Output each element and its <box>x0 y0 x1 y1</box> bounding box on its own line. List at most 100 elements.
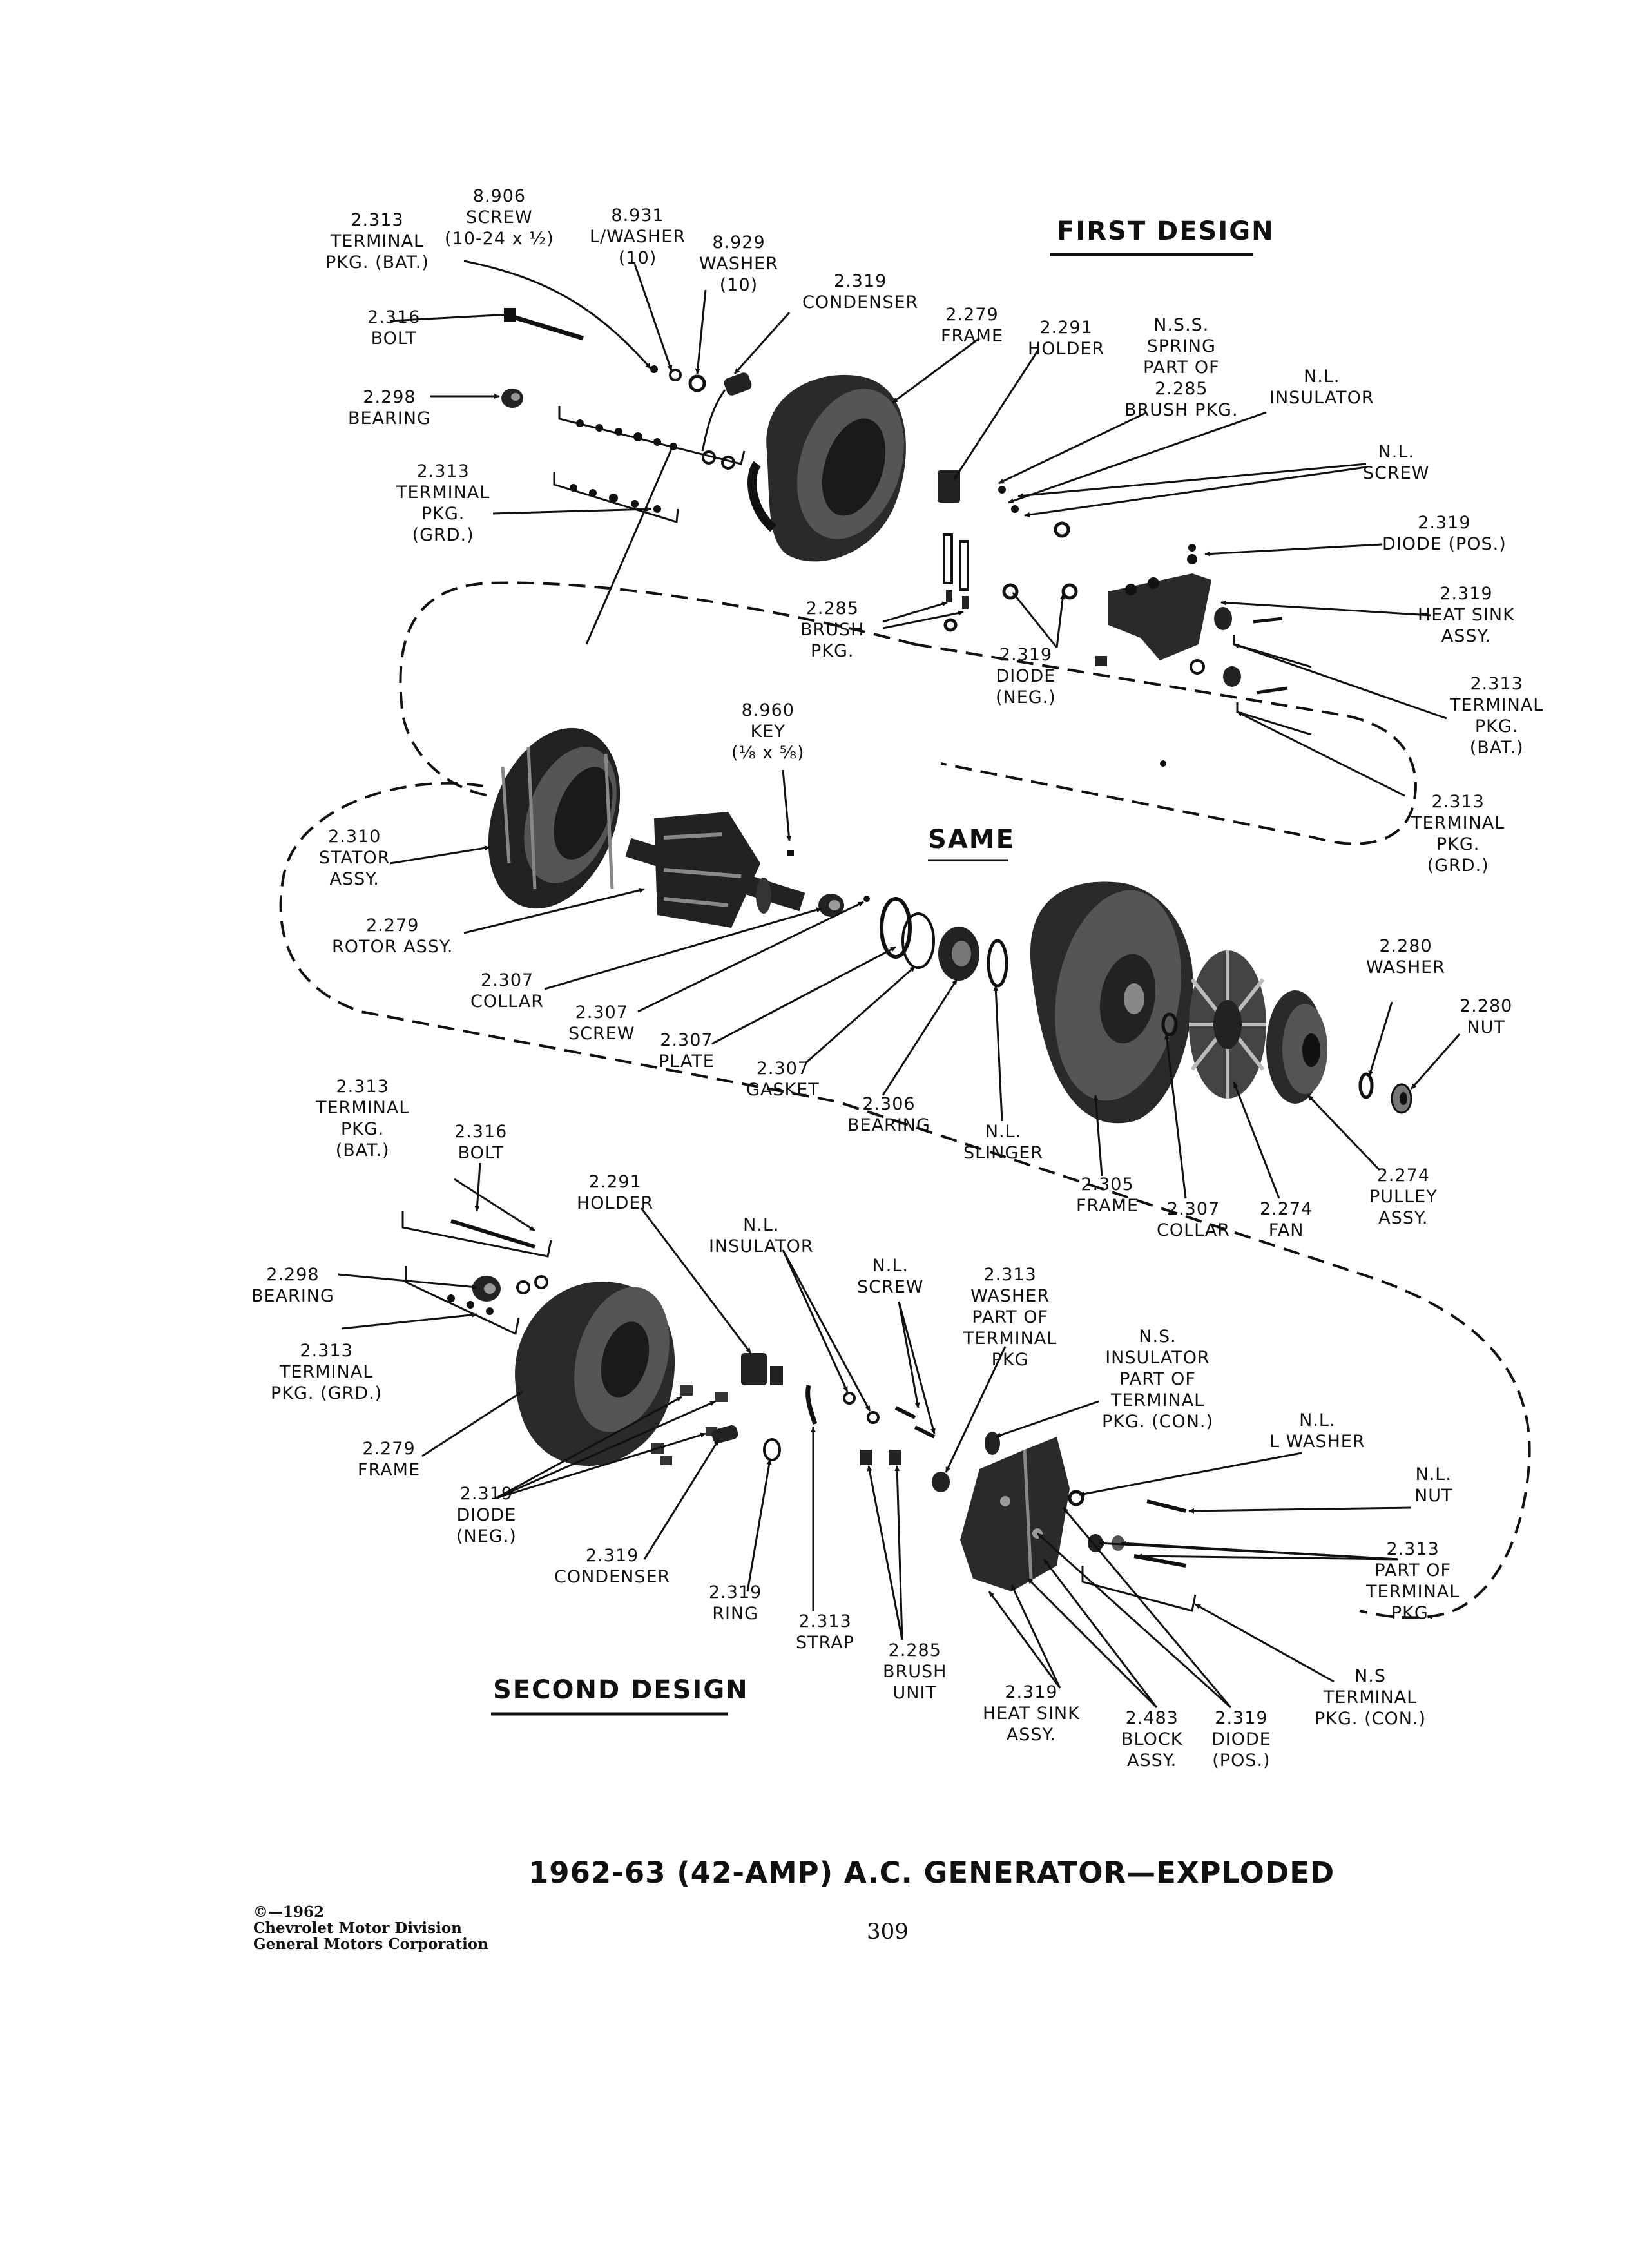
end-frame-icon <box>1030 881 1193 1124</box>
first-design-heading: FIRST DESIGN <box>1057 216 1275 246</box>
label-8929-washer: 8.929 WASHER (10) <box>699 233 778 295</box>
label-2280-nut: 2.280 NUT <box>1460 996 1513 1037</box>
terminal-part-bolt-icon <box>1133 1554 1186 1568</box>
diode-neg-top-icon <box>943 521 1078 632</box>
screw-small-icon <box>650 365 658 373</box>
label-8931-lwasher: 8.931 L/WASHER (10) <box>590 206 686 268</box>
terminal-pkg-grd-right-icon <box>1190 659 1312 736</box>
label-2274-fan: 2.274 FAN <box>1260 1199 1313 1240</box>
label-nl-nut: N.L. NUT <box>1414 1465 1453 1506</box>
label-2279-frame-bottom: 2.279 FRAME <box>358 1439 421 1480</box>
label-2313-strap: 2.313 STRAP <box>796 1611 855 1653</box>
fan-icon <box>1189 950 1266 1099</box>
diode-neg-bottom-icon <box>651 1385 728 1465</box>
label-2310-stator: 2.310 STATOR ASSY. <box>319 827 390 889</box>
label-2319-condenser-top: 2.319 CONDENSER <box>802 271 919 312</box>
condenser-top-icon <box>701 372 752 452</box>
shared-parts <box>488 727 1412 1124</box>
label-nl-insulator-top: N.L. INSULATOR <box>1269 367 1374 408</box>
label-2307-plate: 2.307 PLATE <box>659 1030 715 1072</box>
figure-title: 1962-63 (42-AMP) A.C. GENERATOR—EXPLODED <box>528 1856 1335 1890</box>
label-2313-terminal-bat-right: 2.313 TERMINAL PKG. (BAT.) <box>1450 674 1544 758</box>
terminal-pkg-bat-bottom-icon <box>401 1211 552 1258</box>
label-2316-bolt-bottom: 2.316 BOLT <box>454 1122 508 1163</box>
washer-icon <box>688 374 706 392</box>
nl-screw-top-2-icon <box>1011 505 1019 513</box>
label-2279-frame-top: 2.279 FRAME <box>941 305 1004 346</box>
leader-lines <box>338 260 1461 1709</box>
second-design-parts <box>401 1211 1197 1612</box>
nl-screw-bottom-icon <box>894 1406 916 1419</box>
label-2319-condenser-bottom: 2.319 CONDENSER <box>554 1546 671 1587</box>
terminal-pkg-bat-right-icon <box>1214 607 1312 668</box>
label-2313-terminal-grd-top: 2.313 TERMINAL PKG. (GRD.) <box>396 461 490 545</box>
strap-icon <box>805 1385 818 1425</box>
label-2305-frame: 2.305 FRAME <box>1076 1175 1139 1216</box>
label-2291-holder-top: 2.291 HOLDER <box>1028 318 1105 359</box>
page-number: 309 <box>867 1919 909 1945</box>
same-heading: SAME <box>928 825 1015 854</box>
terminal-pkg-grd-bottom-icon <box>405 1266 520 1336</box>
label-2319-ring: 2.319 RING <box>709 1582 762 1624</box>
bolt-bottom-icon <box>450 1219 535 1249</box>
label-2319-diode-neg-top: 2.319 DIODE (NEG.) <box>996 645 1056 707</box>
label-2319-heat-sink-top: 2.319 HEAT SINK ASSY. <box>1418 584 1515 646</box>
label-2291-holder-bottom: 2.291 HOLDER <box>577 1172 654 1213</box>
label-2298-bearing-top: 2.298 BEARING <box>348 387 431 428</box>
nl-insulator-bottom-2-icon <box>867 1411 880 1424</box>
label-ns-insulator: N.S. INSULATOR PART OF TERMINAL PKG. (CO… <box>1102 1327 1214 1432</box>
label-nl-insulator-bottom: N.L. INSULATOR <box>709 1215 814 1256</box>
label-2313-terminal-grd-right: 2.313 TERMINAL PKG. (GRD.) <box>1411 792 1505 876</box>
pulley-icon <box>1266 990 1327 1104</box>
collar-right-icon <box>1161 1012 1178 1037</box>
label-2319-diode-pos-bottom: 2.319 DIODE (POS.) <box>1211 1708 1271 1771</box>
collar-left-icon <box>818 894 844 917</box>
heat-sink-bottom-icon <box>960 1437 1070 1591</box>
label-2319-heat-sink-bottom: 2.319 HEAT SINK ASSY. <box>983 1682 1080 1745</box>
label-2307-collar-left: 2.307 COLLAR <box>470 970 545 1012</box>
terminal-pkg-grd-top-icon <box>553 472 679 523</box>
frame-bottom-icon <box>515 1282 675 1466</box>
gasket-icon <box>901 912 935 969</box>
label-2285-brush-unit: 2.285 BRUSH UNIT <box>883 1640 947 1703</box>
bearing-icon <box>938 927 979 981</box>
label-2313-terminal-grd-bottom: 2.313 TERMINAL PKG. (GRD.) <box>271 1341 383 1403</box>
nl-nut-icon <box>1146 1499 1186 1513</box>
screw-small-2-icon <box>863 896 870 902</box>
label-2307-collar-right: 2.307 COLLAR <box>1157 1199 1231 1240</box>
label-2313-terminal-bat-bottom: 2.313 TERMINAL PKG. (BAT.) <box>316 1077 410 1160</box>
heat-sink-top-icon <box>1095 544 1211 666</box>
lock-washer-icon <box>669 369 682 381</box>
holder-bottom-icon <box>741 1353 783 1385</box>
copyright-notice: ©—1962 Chevrolet Motor Division General … <box>253 1903 488 1953</box>
pulley-nut-icon <box>1391 1083 1412 1114</box>
heading-underlines <box>491 253 1253 1716</box>
nl-insulator-bottom-icon <box>843 1392 856 1405</box>
label-2279-rotor: 2.279 ROTOR ASSY. <box>332 916 454 957</box>
label-2285-brush-pkg-top: 2.285 BRUSH PKG. <box>800 599 865 661</box>
label-nl-screw-top: N.L. SCREW <box>1363 442 1430 483</box>
bolt-top-icon <box>504 308 584 341</box>
label-ns-terminal-pkg-con: N.S TERMINAL PKG. (CON.) <box>1315 1666 1427 1729</box>
ring-icon <box>763 1438 781 1461</box>
second-design-heading: SECOND DESIGN <box>493 1675 749 1705</box>
first-design-parts <box>501 308 1312 767</box>
label-nss-spring: N.S.S. SPRING PART OF 2.285 BRUSH PKG. <box>1124 315 1239 420</box>
label-2306-bearing: 2.306 BEARING <box>847 1094 930 1135</box>
stator-icon <box>488 727 621 909</box>
nl-screw-top-icon <box>998 486 1006 494</box>
key-icon <box>787 850 794 856</box>
nl-lwasher-icon <box>1068 1490 1084 1506</box>
plate-icon <box>880 897 912 959</box>
label-nl-lwasher: N.L. L WASHER <box>1269 1410 1365 1452</box>
label-2319-diode-pos-top: 2.319 DIODE (POS.) <box>1382 513 1507 554</box>
pulley-washer-icon <box>1358 1072 1374 1099</box>
terminal-washer-icon <box>932 1472 950 1492</box>
brush-unit-icon <box>860 1450 901 1465</box>
label-nl-slinger: N.L. SLINGER <box>963 1122 1044 1163</box>
label-8906-screw: 8.906 SCREW (10-24 x ½) <box>445 186 554 249</box>
label-2307-screw: 2.307 SCREW <box>568 1003 635 1044</box>
slinger-icon <box>987 939 1008 988</box>
frame-top-icon <box>747 374 906 562</box>
